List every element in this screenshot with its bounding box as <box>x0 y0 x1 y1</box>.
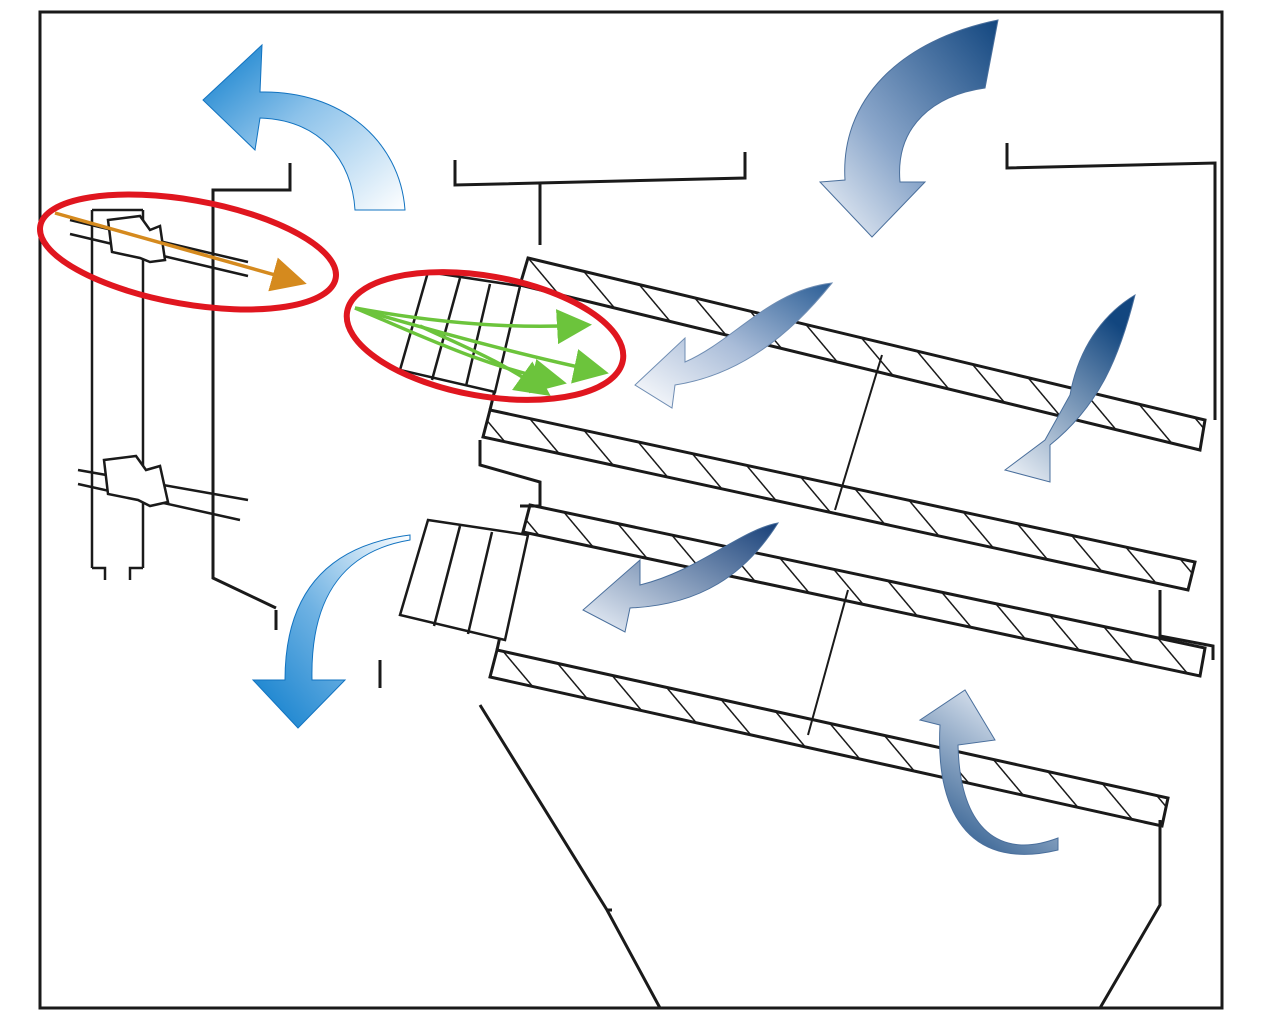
lower-tube-flow-arrow-icon <box>582 522 780 633</box>
spray-arrows <box>354 306 609 397</box>
lower-nozzle-icon <box>398 518 530 642</box>
right-tube-flow-arrow-icon <box>1003 293 1136 483</box>
nozzle-highlight-ellipse-icon <box>343 269 627 403</box>
kiln-housing <box>453 143 1217 1009</box>
upper-tube-flow-arrow-icon <box>634 282 834 409</box>
lower-burner-valve-icon <box>77 454 249 522</box>
return-flow-arrow-icon <box>918 689 1059 855</box>
highlight-ellipse-icon <box>37 191 339 313</box>
curved-flow-arrow-icon <box>202 43 406 211</box>
diagram-frame <box>38 10 1224 1010</box>
straight-arrow-icon <box>54 211 307 292</box>
lower-tube <box>488 503 1207 828</box>
exhaust-flow-arrow-icon <box>251 534 411 729</box>
intake-flow-arrow-icon <box>818 19 999 238</box>
left-duct <box>211 163 382 688</box>
upper-tube <box>481 256 1207 592</box>
